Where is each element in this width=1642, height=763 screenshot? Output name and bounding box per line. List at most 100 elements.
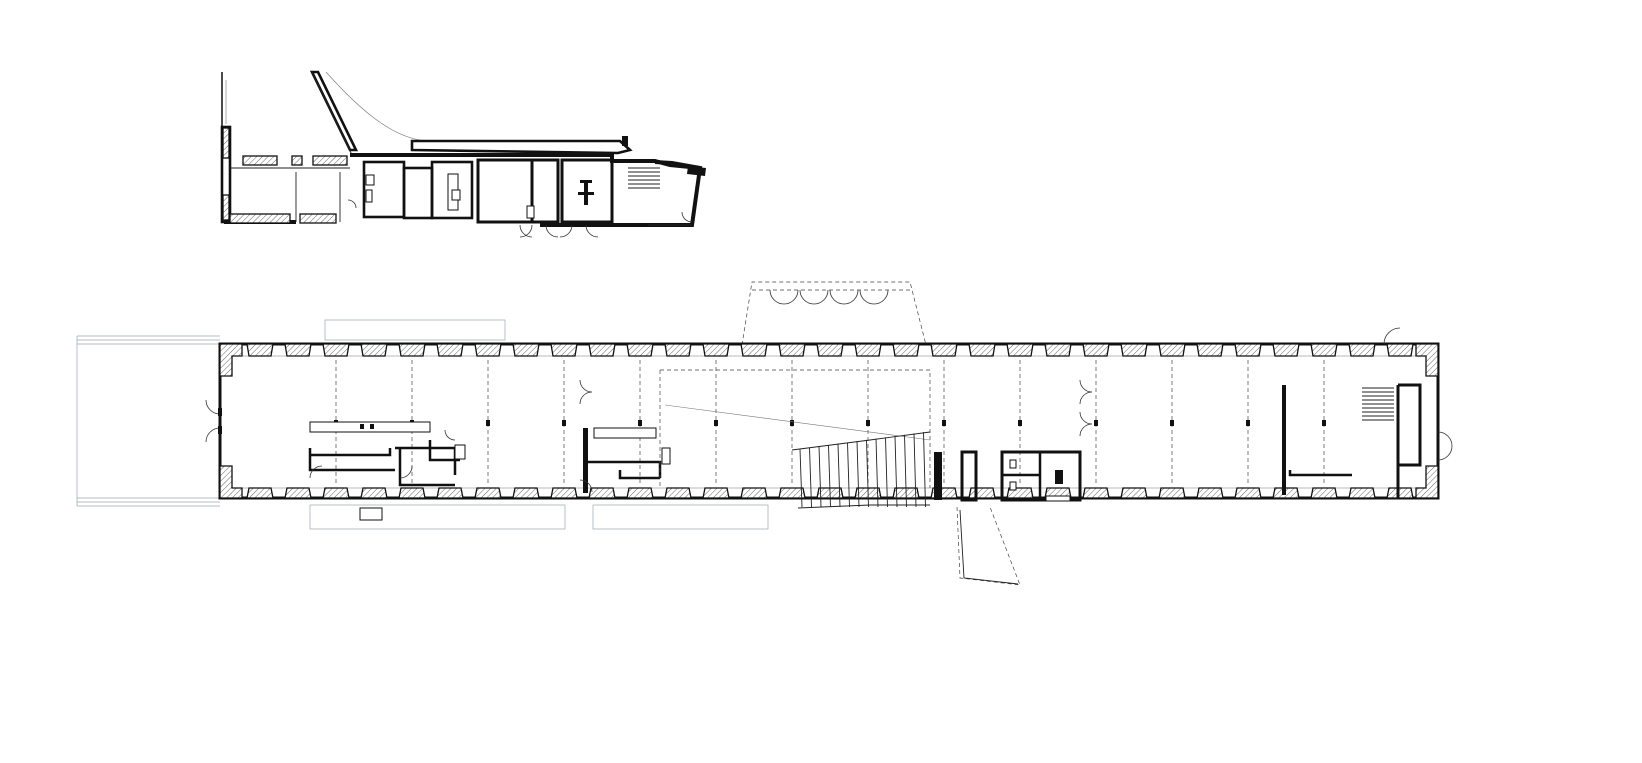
north-pier: [930, 343, 958, 357]
north-pier: [436, 343, 464, 357]
stair-tread: [904, 434, 907, 508]
upper-room-2: [402, 166, 434, 220]
corner-se: [1415, 465, 1439, 499]
north-pier: [246, 343, 274, 357]
upper-large-room: [476, 158, 560, 224]
north-pier: [1082, 343, 1110, 357]
south-pier: [1310, 487, 1338, 499]
north-pier: [702, 343, 730, 357]
stair-tread: [913, 433, 917, 508]
stair-tread: [828, 445, 831, 508]
hall-diagonal: [664, 404, 931, 441]
north-pier: [1386, 343, 1414, 357]
column-post: [942, 420, 946, 426]
stair-tread: [866, 439, 869, 508]
corner-sw: [219, 465, 243, 499]
north-pier: [322, 343, 350, 357]
column-post: [1170, 420, 1174, 426]
north-pier: [626, 343, 654, 357]
upper-stair-treads: [628, 167, 660, 189]
column-post: [790, 420, 794, 426]
stair-tread: [847, 442, 850, 508]
sanitary-core: [934, 379, 1093, 502]
stair-tread: [856, 441, 860, 508]
south-pier: [360, 487, 388, 499]
north-pier: [1348, 343, 1376, 357]
bay-grid-lines: [334, 360, 1326, 486]
north-pier: [1120, 343, 1148, 357]
south-pier: [1196, 487, 1224, 499]
ground-outer-wall: [218, 342, 1440, 500]
south-pier: [284, 487, 312, 499]
stair-tread: [894, 435, 898, 508]
north-pier: [360, 343, 388, 357]
terrace-outline-north: [324, 319, 506, 341]
upper-north-wall: [242, 155, 278, 166]
stair-tread: [923, 432, 926, 508]
north-pier: [1234, 343, 1262, 357]
south-pier: [1348, 487, 1376, 499]
north-entrance-canopy: [741, 281, 927, 346]
upper-door-arc-1: [519, 224, 533, 238]
upper-room-3: [430, 160, 474, 220]
grand-stair: [791, 431, 931, 509]
north-pier: [398, 343, 426, 357]
stair-tread: [837, 443, 841, 508]
column-post: [1094, 420, 1098, 426]
north-pier: [740, 343, 768, 357]
south-pier: [968, 487, 996, 499]
mid-west-rooms: [579, 379, 671, 493]
south-pier: [1082, 487, 1110, 499]
south-piers: [246, 487, 1414, 499]
north-piers: [246, 343, 1414, 357]
upper-floor-plan: [220, 70, 706, 238]
north-pier: [474, 343, 502, 357]
south-pier: [398, 487, 426, 499]
column-post: [486, 420, 490, 426]
north-pier: [1196, 343, 1224, 357]
column-post: [714, 420, 718, 426]
corner-nw: [219, 343, 243, 377]
column-post: [1246, 420, 1250, 426]
upper-stair-post: [580, 180, 592, 183]
column-post: [638, 420, 642, 426]
south-pier: [626, 487, 654, 499]
south-pier: [1158, 487, 1186, 499]
north-pier: [1158, 343, 1186, 357]
column-post: [1018, 420, 1022, 426]
diagonal-ramp: [309, 70, 359, 152]
stair-tread: [809, 447, 812, 508]
west-service-rooms: [308, 421, 466, 521]
south-pier: [246, 487, 274, 499]
south-pier: [740, 487, 768, 499]
north-pier: [968, 343, 996, 357]
upper-block-outline: [350, 153, 703, 227]
north-pier: [778, 343, 806, 357]
central-hall-outline: [660, 369, 931, 488]
east-stair-core: [1282, 327, 1453, 498]
north-pier: [284, 343, 312, 357]
south-pier: [778, 487, 806, 499]
stair-tread: [799, 448, 803, 508]
south-pier: [550, 487, 578, 499]
terrace-outline-south-2: [592, 504, 769, 530]
corner-ne: [1415, 343, 1439, 377]
south-ramp: [956, 506, 1021, 586]
north-pier: [1044, 343, 1072, 357]
south-pier: [512, 487, 540, 499]
ramp-curve: [325, 71, 421, 141]
north-pier: [854, 343, 882, 357]
south-pier: [702, 487, 730, 499]
south-pier: [322, 487, 350, 499]
north-pier: [892, 343, 920, 357]
upper-canopy: [410, 139, 633, 155]
stair-tread: [818, 446, 822, 508]
west-door-arc-1: [205, 399, 221, 415]
south-pier: [664, 487, 692, 499]
east-stair-treads: [1362, 387, 1394, 421]
north-pier: [588, 343, 616, 357]
south-pier: [588, 487, 616, 499]
column-post: [1322, 420, 1326, 426]
south-pier: [474, 487, 502, 499]
